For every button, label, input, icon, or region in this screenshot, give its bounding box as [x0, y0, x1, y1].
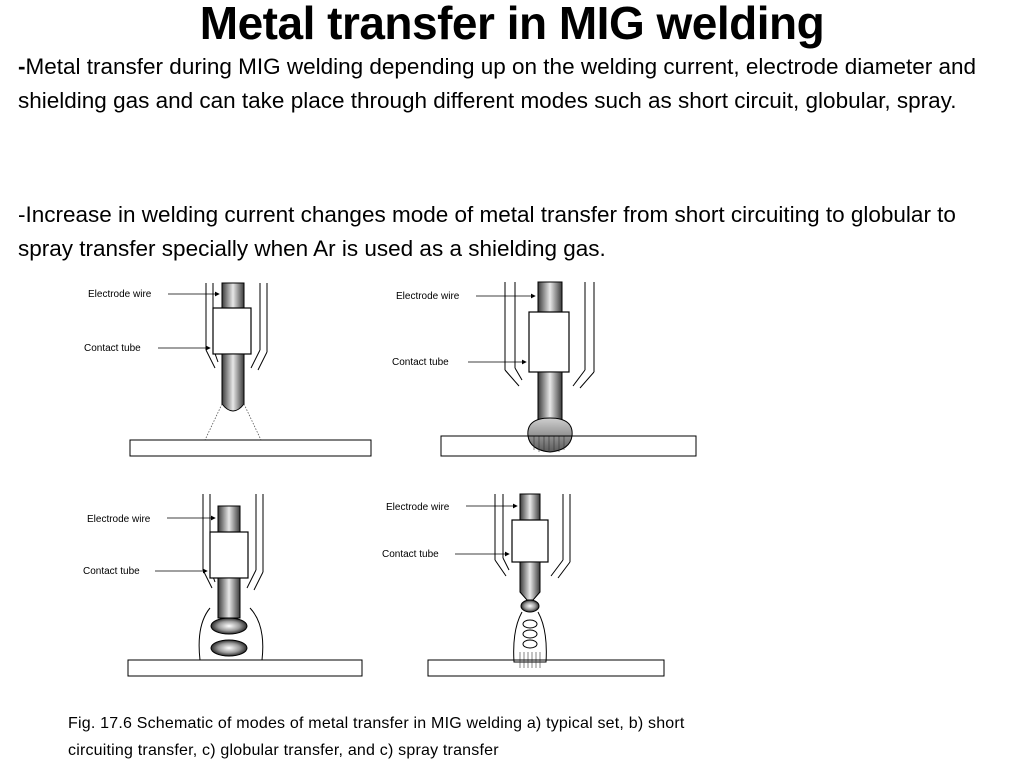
label-electrode-wire-d: Electrode wire — [386, 502, 450, 513]
figure-caption-line-2: circuiting transfer, c) globular transfe… — [68, 742, 499, 759]
label-contact-tube-b: Contact tube — [392, 357, 449, 368]
paragraph-metal-transfer-text: Metal transfer during MIG welding depend… — [18, 54, 977, 113]
label-contact-tube-c: Contact tube — [83, 566, 140, 577]
diagram-typical-set: Electrode wire Contact tube — [84, 282, 372, 457]
figure-caption-line-1: Fig. 17.6 Schematic of modes of metal tr… — [68, 715, 685, 732]
metal-transfer-diagram: Electrode wire Contact tube — [83, 281, 697, 677]
label-contact-tube-a: Contact tube — [84, 343, 141, 354]
slide-title: Metal transfer in MIG welding — [199, 0, 825, 49]
bullet-dash: - — [18, 54, 26, 79]
diagram-spray-transfer: Electrode wire Contact tube — [382, 493, 665, 677]
label-contact-tube-d: Contact tube — [382, 549, 439, 560]
label-electrode-wire-c: Electrode wire — [87, 514, 151, 525]
label-electrode-wire-b: Electrode wire — [396, 291, 460, 302]
paragraph-metal-transfer: -Metal transfer during MIG welding depen… — [18, 50, 1010, 118]
label-electrode-wire-a: Electrode wire — [88, 289, 152, 300]
diagram-short-circuiting: Electrode wire Contact tube — [392, 281, 697, 457]
paragraph-welding-current: -Increase in welding current changes mod… — [18, 202, 956, 261]
diagram-globular-transfer: Electrode wire Contact tube — [83, 494, 363, 677]
figure-caption: Fig. 17.6 Schematic of modes of metal tr… — [68, 710, 1008, 764]
